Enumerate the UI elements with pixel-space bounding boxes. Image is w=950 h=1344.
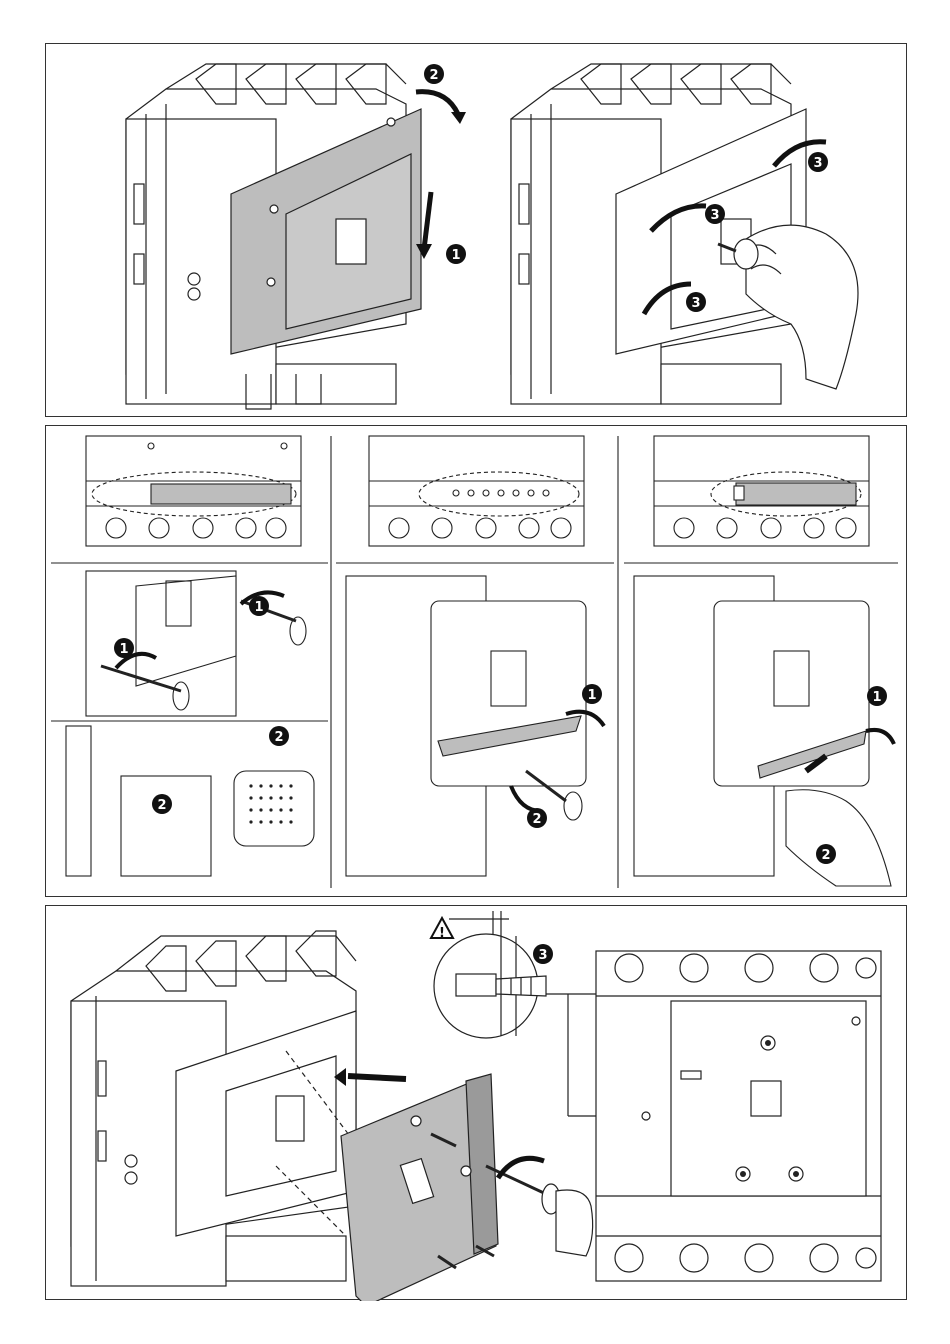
breaker-bottom-left <box>71 931 356 1286</box>
step-badge-1: 1 <box>114 638 134 658</box>
svg-text:2: 2 <box>821 848 830 863</box>
breaker-front-view <box>596 951 881 1281</box>
arrow-icon <box>424 192 431 249</box>
step-badge-2: 2 <box>527 808 547 828</box>
top-illustrations: 1 2 3 3 3 <box>46 44 908 418</box>
cover-flap-view <box>346 576 604 876</box>
bottom-illustrations: ! 3 <box>46 906 908 1301</box>
svg-text:1: 1 <box>119 642 128 657</box>
terminal-view-3 <box>654 436 869 546</box>
svg-text:3: 3 <box>538 948 547 963</box>
arrow-icon <box>511 786 541 811</box>
top-frame: 1 2 3 3 3 <box>45 43 907 417</box>
middle-frame: 1 1 2 2 <box>45 425 907 897</box>
svg-text:1: 1 <box>254 600 263 615</box>
auxiliary-module-view <box>66 726 314 876</box>
step-badge-3: 3 <box>705 204 725 224</box>
hand-icon <box>556 1190 593 1256</box>
middle-illustrations: 1 1 2 2 <box>46 426 908 898</box>
svg-text:1: 1 <box>587 688 596 703</box>
screwdriver-icon <box>486 1166 593 1256</box>
step-badge-3: 3 <box>533 944 553 964</box>
svg-text:2: 2 <box>274 730 283 745</box>
hand-icon <box>786 790 891 886</box>
arrow-icon <box>866 730 894 744</box>
bottom-frame: ! 3 <box>45 905 907 1300</box>
step-badge-3: 3 <box>686 292 706 312</box>
svg-text:3: 3 <box>691 296 700 311</box>
svg-text:2: 2 <box>157 798 166 813</box>
screwdriver-icon <box>564 792 582 820</box>
step-badge-1: 1 <box>249 596 269 616</box>
step-badge-1: 1 <box>582 684 602 704</box>
arrow-icon <box>348 1076 406 1079</box>
adapter-plate <box>341 1074 498 1301</box>
warning-triangle-icon: ! <box>431 918 453 941</box>
step-badge-1: 1 <box>446 244 466 264</box>
svg-text:2: 2 <box>532 812 541 827</box>
step-badge-2: 2 <box>269 726 289 746</box>
svg-text:1: 1 <box>872 690 881 705</box>
step-badge-3: 3 <box>808 152 828 172</box>
svg-text:2: 2 <box>429 68 438 83</box>
arrow-icon <box>416 92 458 114</box>
step-badge-2: 2 <box>152 794 172 814</box>
terminal-view-1 <box>86 436 301 546</box>
step-badge-1: 1 <box>867 686 887 706</box>
svg-text:3: 3 <box>813 156 822 171</box>
svg-text:3: 3 <box>710 208 719 223</box>
zoom-detail-circle <box>434 934 546 1038</box>
svg-text:!: ! <box>439 926 445 941</box>
cover-flap-hand-view <box>634 576 894 886</box>
screwdriver-icon <box>290 617 306 645</box>
svg-text:1: 1 <box>451 248 460 263</box>
step-badge-2: 2 <box>816 844 836 864</box>
step-badge-2: 2 <box>424 64 444 84</box>
terminal-view-2 <box>369 436 584 546</box>
